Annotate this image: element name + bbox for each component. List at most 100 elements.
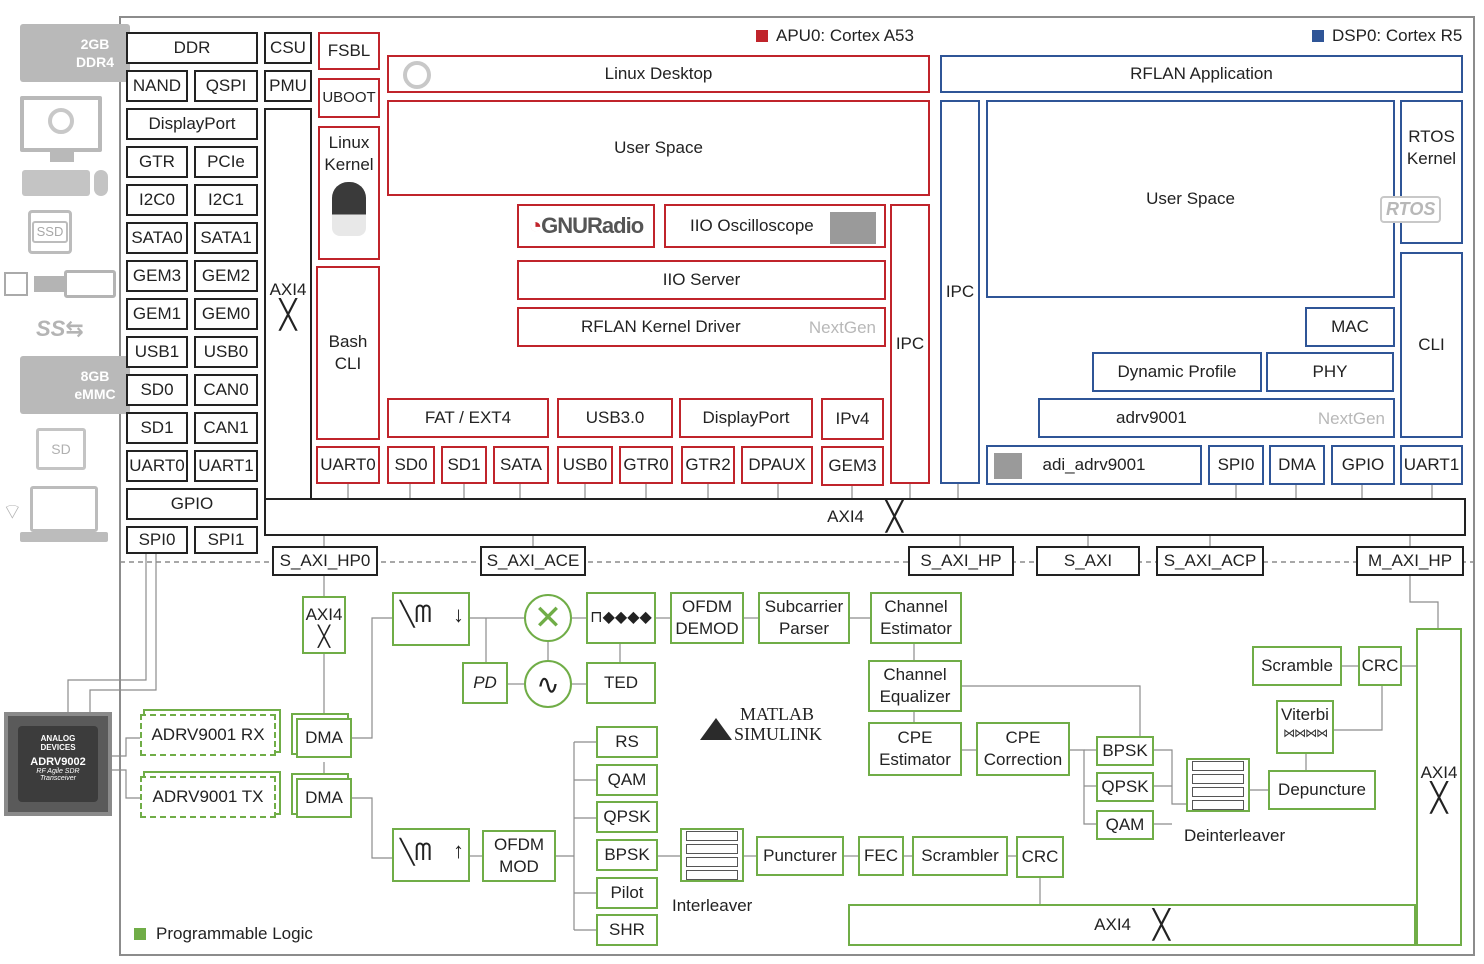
axi4-left-label: AXI4 <box>269 279 307 299</box>
iio-oscilloscope-block: IIO Oscilloscope <box>664 204 886 248</box>
scramble-block: Scramble <box>1252 646 1342 686</box>
scrambler-block: Scrambler <box>912 836 1008 876</box>
axi4-left-bus: AXI4 ╳ <box>264 108 312 500</box>
rx-crc-block: CRC <box>1358 646 1402 686</box>
pd-label: PD <box>473 672 497 692</box>
tx-bpsk-label: BPSK <box>604 844 650 864</box>
dsp-legend-swatch <box>1312 30 1324 42</box>
rflan-application-block: RFLAN Application <box>940 55 1463 93</box>
pl-legend: Programmable Logic <box>156 924 313 943</box>
pl-axi4-small-label: AXI4 <box>305 604 343 624</box>
adrv9001-driver-block: adrv9001 NextGen <box>1038 398 1395 438</box>
deinterleaver-label: Deinterleaver <box>1184 826 1286 845</box>
cpe-estimator-block: CPE Estimator <box>868 722 962 776</box>
laptop-base-icon <box>20 532 108 542</box>
simulink-label: SIMULINK <box>734 724 822 744</box>
apu-sd1-block: SD1 <box>441 446 487 484</box>
rflan-application-label: RFLAN Application <box>1130 63 1273 83</box>
sd1-label: SD1 <box>140 417 174 437</box>
s-axi-port: S_AXI <box>1036 546 1140 576</box>
sd-card-icon: SD <box>36 428 86 470</box>
s-axi-hp0-label: S_AXI_HP0 <box>279 550 371 570</box>
usb1-label: USB1 <box>134 341 180 361</box>
rtos-kernel-block: RTOS Kernel RTOS <box>1380 100 1463 244</box>
sata1-block: SATA1 <box>194 222 258 254</box>
channel-equalizer-block: Channel Equalizer <box>868 660 962 712</box>
puncturer-block: Puncturer <box>756 836 844 876</box>
tx-qpsk-block: QPSK <box>596 801 658 833</box>
dsp-user-space-block: User Space <box>986 100 1395 298</box>
apu-ipc-block: IPC <box>890 204 930 484</box>
ddr-block: DDR <box>126 32 258 64</box>
dsp-cli-label: CLI <box>1418 334 1445 354</box>
s-axi-ace-port: S_AXI_ACE <box>480 546 586 576</box>
axi4-main-bus: AXI4 ╳ <box>264 498 1466 536</box>
apu-sata-block: SATA <box>493 446 549 484</box>
deinterleaver-icon <box>1186 758 1250 812</box>
s-axi-acp-label: S_AXI_ACP <box>1163 550 1257 570</box>
monitor-icon <box>20 96 102 152</box>
pilot-block: Pilot <box>596 877 658 909</box>
ted-label: TED <box>604 672 638 692</box>
gnuradio-block: ◔GNURadio <box>517 204 655 248</box>
uboot-block: UBOOT <box>318 78 380 118</box>
apu-sata-label: SATA <box>500 454 542 474</box>
ofdm-demod-label: OFDM DEMOD <box>675 596 739 638</box>
apu-user-space-label: User Space <box>614 137 703 157</box>
can0-block: CAN0 <box>194 374 258 406</box>
dsp-spi0-label: SPI0 <box>1217 454 1255 474</box>
laptop-icon <box>30 486 98 532</box>
gnuradio-label: GNURadio <box>541 212 644 238</box>
apu-gtr0-label: GTR0 <box>623 454 669 474</box>
dsp-cli-block: CLI <box>1400 252 1463 438</box>
depuncture-label: Depuncture <box>1278 779 1366 799</box>
shr-label: SHR <box>609 919 645 939</box>
apu-uart0-block: UART0 <box>316 446 380 484</box>
dsp-user-space-label: User Space <box>1146 188 1235 208</box>
usb-superspeed-icon: SS⇆ <box>36 316 84 341</box>
phy-block: PHY <box>1266 352 1394 392</box>
nextgen-logo-dsp-icon: NextGen <box>1317 409 1385 428</box>
linux-desktop-label: Linux Desktop <box>604 63 713 83</box>
timing-recovery-block: ⊓◆◆◆◆ <box>586 592 656 644</box>
adrv9002-chip: ANALOG DEVICES ADRV9002 RF Agile SDR Tra… <box>4 712 112 816</box>
sata0-label: SATA0 <box>131 227 183 247</box>
dma-rx-label: DMA <box>305 727 343 747</box>
dsp-dma-label: DMA <box>1278 454 1316 474</box>
apu-gtr2-label: GTR2 <box>685 454 731 474</box>
chip-desc: RF Agile SDR Transceiver <box>36 768 80 782</box>
displayport-block: DisplayPort <box>126 108 258 140</box>
channel-estimator-label: Channel Estimator <box>880 596 952 638</box>
fec-label: FEC <box>864 845 898 865</box>
nand-block: NAND <box>126 70 188 102</box>
crossbar-small-icon: ╳ <box>317 624 331 649</box>
dsp-gpio-block: GPIO <box>1331 445 1395 485</box>
pilot-label: Pilot <box>610 882 644 902</box>
gpio-ps-label: GPIO <box>170 493 214 513</box>
mac-block: MAC <box>1305 307 1395 347</box>
i2c1-label: I2C1 <box>208 189 244 209</box>
rflan-kernel-driver-block: RFLAN Kernel Driver NextGen <box>517 307 886 347</box>
filter-interpolate-icon: ╲ᗰ <box>400 839 432 866</box>
i2c0-block: I2C0 <box>126 184 188 216</box>
usb3-label: USB3.0 <box>585 407 645 427</box>
cpe-correction-label: CPE Correction <box>983 727 1063 769</box>
crossbar-main-icon: ╳ <box>886 500 903 533</box>
dsp-gpio-label: GPIO <box>1341 454 1385 474</box>
dynamic-profile-label: Dynamic Profile <box>1117 361 1237 381</box>
uart0-ps-label: UART0 <box>129 455 185 475</box>
ipv4-label: IPv4 <box>835 408 870 428</box>
linux-kernel-label: Linux Kernel <box>324 133 374 175</box>
rs-block: RS <box>596 726 658 758</box>
gem3-block: GEM3 <box>126 260 188 292</box>
csu-label: CSU <box>270 37 306 57</box>
dsp-spi0-block: SPI0 <box>1208 445 1264 485</box>
down-arrow-icon: ↓ <box>453 602 464 627</box>
pl-axi4-right-bus: AXI4 ╳ <box>1416 628 1462 946</box>
adrv9001-driver-label: adrv9001 <box>1116 407 1187 427</box>
sd0-block: SD0 <box>126 374 188 406</box>
fat-ext4-block: FAT / EXT4 <box>387 398 549 438</box>
tx-qam-block: QAM <box>596 764 658 796</box>
pl-axi4-bottom-bus: AXI4 ╳ <box>848 904 1416 946</box>
s-axi-hp-label: S_AXI_HP <box>920 550 1002 570</box>
